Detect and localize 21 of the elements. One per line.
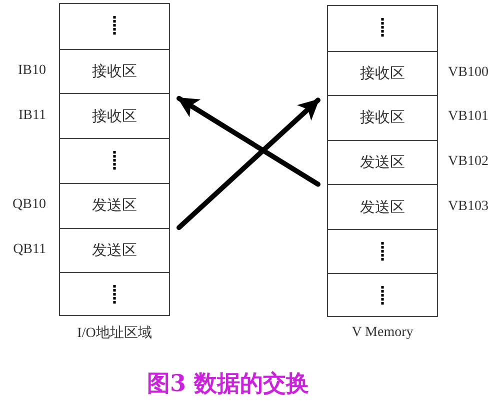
address-label: VB102 [448,154,488,170]
figure-caption: 图3 数据的交换 [146,369,310,399]
cell-label: 接收区 [92,108,137,126]
address-label: VB100 [448,64,488,81]
cell-label: 发送区 [360,154,405,172]
cell-label: 接收区 [360,64,405,83]
arrow [176,98,320,230]
cell-label: 接收区 [92,62,137,82]
address-label: IB11 [18,108,46,124]
address-label: VB101 [448,109,488,126]
cell-label: 接收区 [360,108,405,128]
cell-label: 发送区 [92,242,137,260]
address-label: QB11 [13,242,46,258]
column-caption: I/O地址区域 [76,324,153,342]
address-label: IB10 [18,63,46,80]
address-label: VB103 [448,198,488,215]
cell-label: 发送区 [360,198,405,217]
arrow [176,96,320,187]
cell-label: 发送区 [92,197,137,216]
column-caption: V Memory [350,325,414,341]
address-label: QB10 [12,197,46,214]
